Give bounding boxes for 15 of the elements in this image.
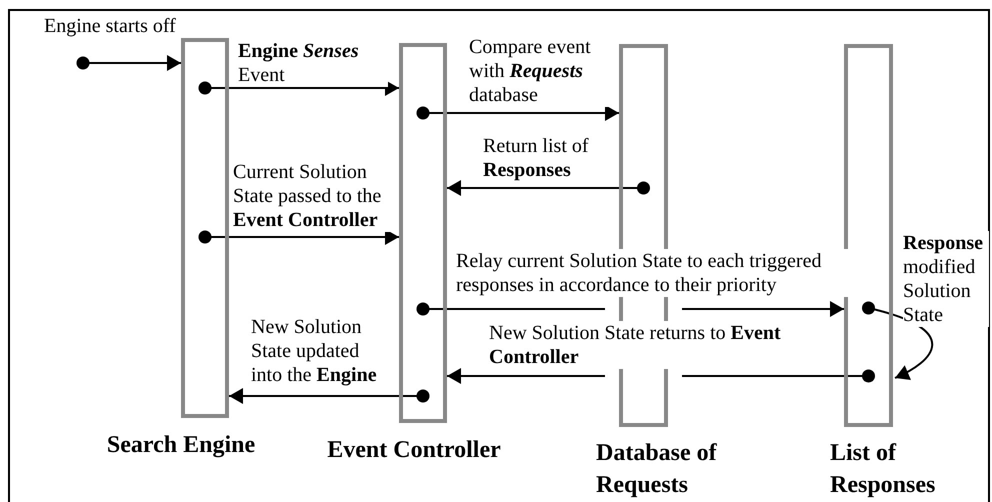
arrow xyxy=(198,80,399,96)
arrow xyxy=(416,105,619,121)
arrow xyxy=(447,180,650,196)
edge-label: Relay current Solution State to each triggered responses in accordance to their priority xyxy=(456,249,851,297)
arrow xyxy=(416,301,845,317)
arrow xyxy=(446,368,875,384)
lifeline-label: List of Responses xyxy=(830,439,936,500)
arrow xyxy=(862,302,934,380)
lifeline-label: Database of Requests xyxy=(596,439,718,500)
arrow xyxy=(229,388,430,404)
arrow xyxy=(198,229,399,245)
lifeline-label: Search Engine xyxy=(106,431,256,460)
lifeline-label: Event Controller xyxy=(326,436,502,465)
arrow xyxy=(76,55,181,71)
edge-label: Response modified Solution State xyxy=(903,231,989,327)
